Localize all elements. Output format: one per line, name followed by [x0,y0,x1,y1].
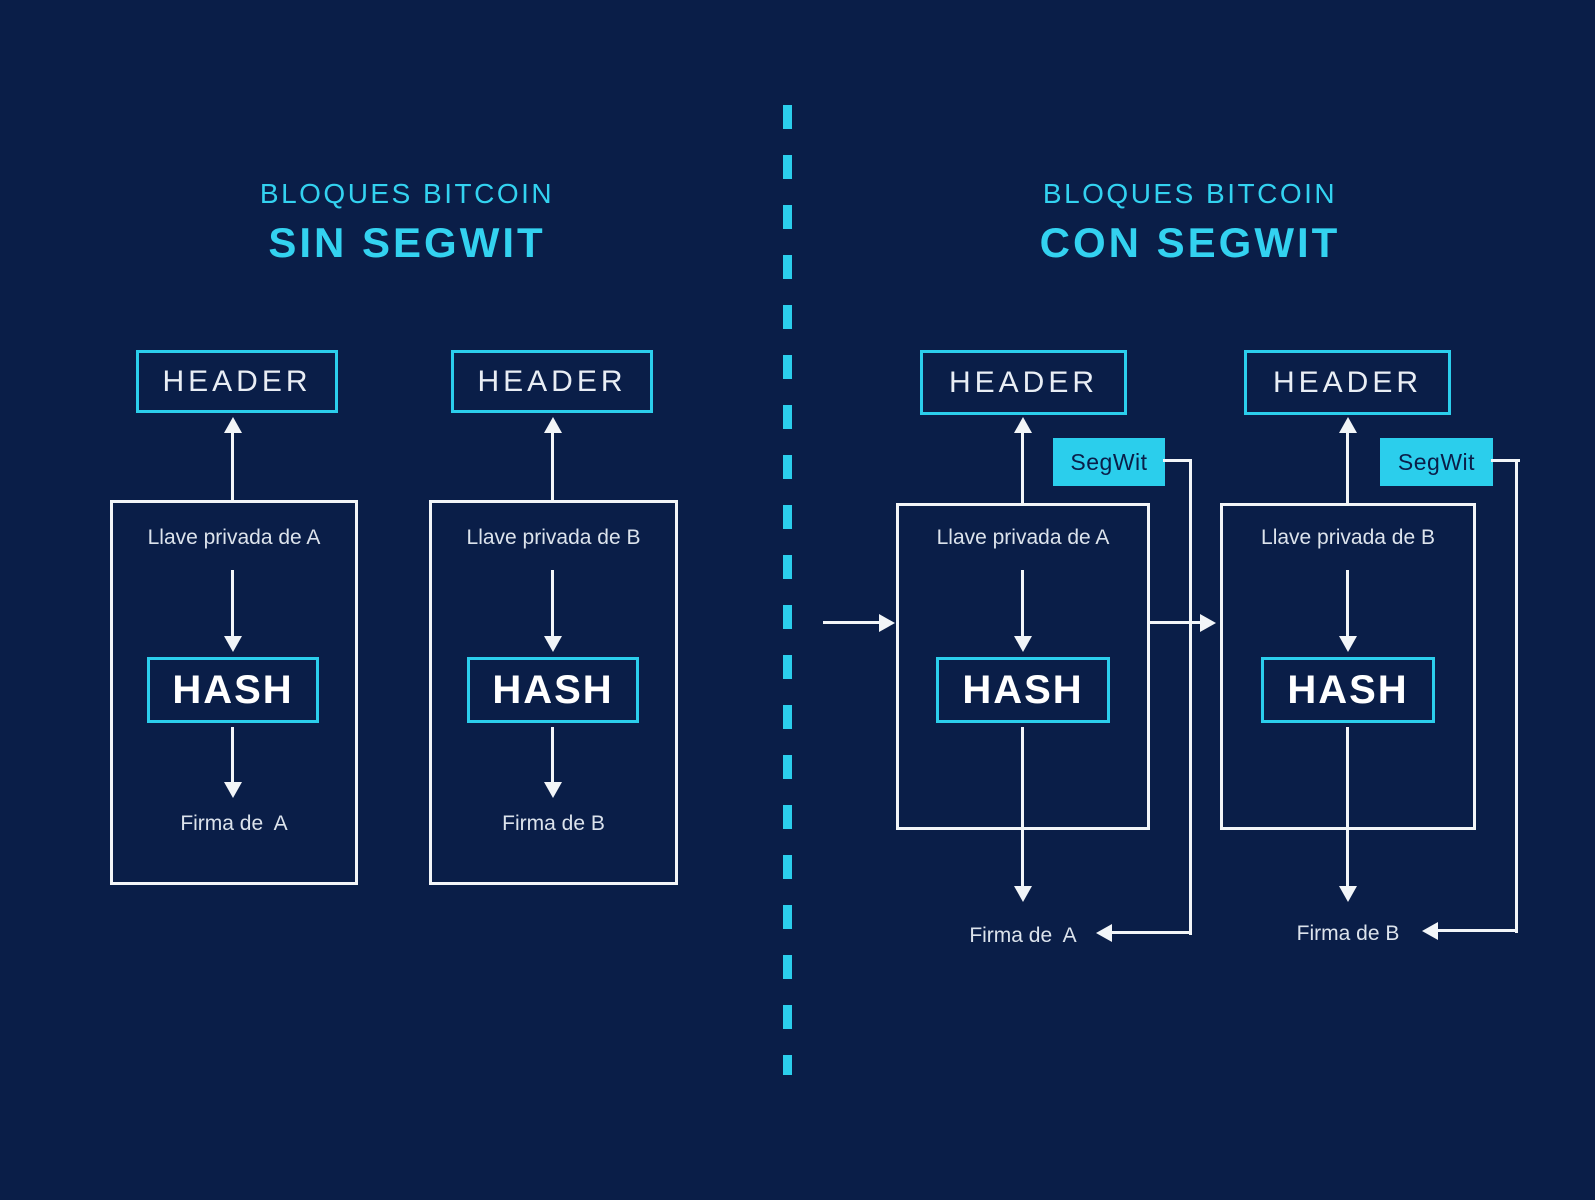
left-panel-title: BLOQUES BITCOIN SIN SEGWIT [7,178,807,267]
up-arrow-icon [1014,417,1032,503]
left-title-line2: SIN SEGWIT [268,219,546,266]
header-box-b: HEADER [451,350,653,413]
left-arrow-icon [1422,922,1518,940]
header-label-b: HEADER [477,364,627,398]
right-arrow-icon [823,614,895,632]
down-arrow-icon [1014,727,1032,902]
hash-label-b: HASH [492,667,614,712]
down-arrow-icon [1339,570,1357,652]
segwit-label-2: SegWit [1397,448,1476,475]
signature-label-d: Firma de B [1296,922,1400,945]
segwit-connector-2 [1515,459,1518,933]
down-arrow-icon [1014,570,1032,652]
down-arrow-icon [544,727,562,798]
private-key-label-b: Llave privada de B [466,526,641,549]
segwit-connector-1 [1163,459,1192,462]
up-arrow-icon [544,417,562,500]
down-arrow-icon [544,570,562,652]
up-arrow-icon [224,417,242,500]
signature-label-b: Firma de B [502,812,605,835]
segwit-label-1: SegWit [1070,448,1148,475]
signature-label-c: Firma de A [969,924,1077,947]
header-label-a: HEADER [162,364,312,398]
up-arrow-icon [1339,417,1357,503]
block-a [110,500,358,885]
down-arrow-icon [224,570,242,652]
hash-label-d: HASH [1287,667,1409,712]
down-arrow-icon [224,727,242,798]
header-box-a: HEADER [136,350,338,413]
right-title-line1: BLOQUES BITCOIN [1042,178,1338,209]
segwit-badge-2: SegWit [1380,438,1493,486]
segwit-connector-1 [1189,459,1192,935]
private-key-label-d: Llave privada de B [1261,526,1435,549]
hash-label-c: HASH [962,667,1084,712]
hash-box-a: HASH [147,657,319,723]
down-arrow-icon [1339,727,1357,902]
left-title-line1: BLOQUES BITCOIN [259,178,555,209]
header-label-d: HEADER [1272,365,1423,399]
segwit-connector-2 [1491,459,1520,462]
header-box-c: HEADER [920,350,1127,415]
right-arrow-icon [1150,614,1216,632]
dashed-divider [783,105,792,1075]
header-label-c: HEADER [948,365,1099,399]
left-arrow-icon [1096,924,1192,942]
segwit-badge-1: SegWit [1053,438,1165,486]
hash-box-d: HASH [1261,657,1435,723]
private-key-label-c: Llave privada de A [936,526,1110,549]
block-b [429,500,678,885]
hash-label-a: HASH [172,667,294,712]
signature-label-a: Firma de A [180,812,288,835]
right-title-line2: CON SEGWIT [1039,219,1341,266]
header-box-d: HEADER [1244,350,1451,415]
private-key-label-a: Llave privada de A [147,526,321,549]
right-panel-title: BLOQUES BITCOIN CON SEGWIT [790,178,1590,267]
hash-box-b: HASH [467,657,639,723]
hash-box-c: HASH [936,657,1110,723]
